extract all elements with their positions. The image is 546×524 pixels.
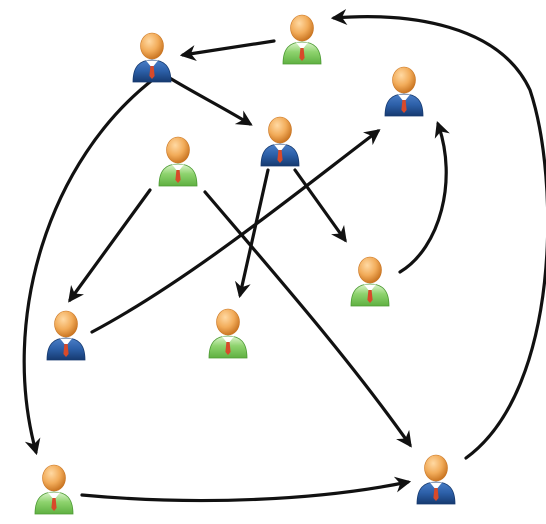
arrow-p1-to-p5	[166, 75, 253, 126]
people-layer	[34, 14, 456, 515]
person-head	[54, 310, 78, 338]
person-collar	[398, 94, 410, 102]
person-icon-p3-blue	[384, 66, 424, 117]
person-tie	[277, 150, 283, 163]
person-tie	[401, 100, 407, 113]
person-tie	[299, 48, 305, 61]
arrow-p7-to-p3	[90, 129, 381, 334]
person-head	[392, 66, 416, 94]
arrow-p2-to-p1	[179, 39, 276, 61]
person-tie	[175, 170, 181, 183]
person-tie	[225, 342, 231, 355]
person-head	[42, 464, 66, 492]
person-collar	[296, 42, 308, 50]
person-head	[140, 32, 164, 60]
person-collar	[172, 164, 184, 172]
person-collar	[274, 144, 286, 152]
person-tie	[63, 344, 69, 357]
person-collar	[430, 482, 442, 490]
person-icon-p5-blue	[260, 116, 300, 167]
arrow-p4-to-p7	[68, 188, 152, 303]
arrow-p1-to-p9	[22, 76, 157, 456]
arrow-p6-to-p3	[398, 120, 450, 274]
person-collar	[48, 492, 60, 500]
person-icon-p4-green	[158, 136, 198, 187]
person-tie	[51, 498, 57, 511]
person-icon-p1-blue	[132, 32, 172, 83]
person-head	[290, 14, 314, 42]
person-head	[358, 256, 382, 284]
person-tie	[367, 290, 373, 303]
arrows-layer	[22, 9, 546, 503]
person-collar	[222, 336, 234, 344]
arrow-p9-to-p10	[80, 476, 412, 503]
person-icon-p9-green	[34, 464, 74, 515]
person-icon-p6-green	[350, 256, 390, 307]
person-icon-p2-green	[282, 14, 322, 65]
person-collar	[146, 60, 158, 68]
person-icon-p8-green	[208, 308, 248, 359]
arrow-p5-to-p8	[234, 168, 270, 299]
person-head	[216, 308, 240, 336]
person-head	[424, 454, 448, 482]
person-head	[166, 136, 190, 164]
arrow-p10-to-p2	[330, 9, 546, 460]
person-collar	[364, 284, 376, 292]
arrow-p5-to-p6	[293, 168, 347, 243]
arrow-p4-to-p10	[203, 190, 412, 448]
person-icon-p7-blue	[46, 310, 86, 361]
person-tie	[433, 488, 439, 501]
person-tie	[149, 66, 155, 79]
person-collar	[60, 338, 72, 346]
person-head	[268, 116, 292, 144]
person-icon-p10-blue	[416, 454, 456, 505]
